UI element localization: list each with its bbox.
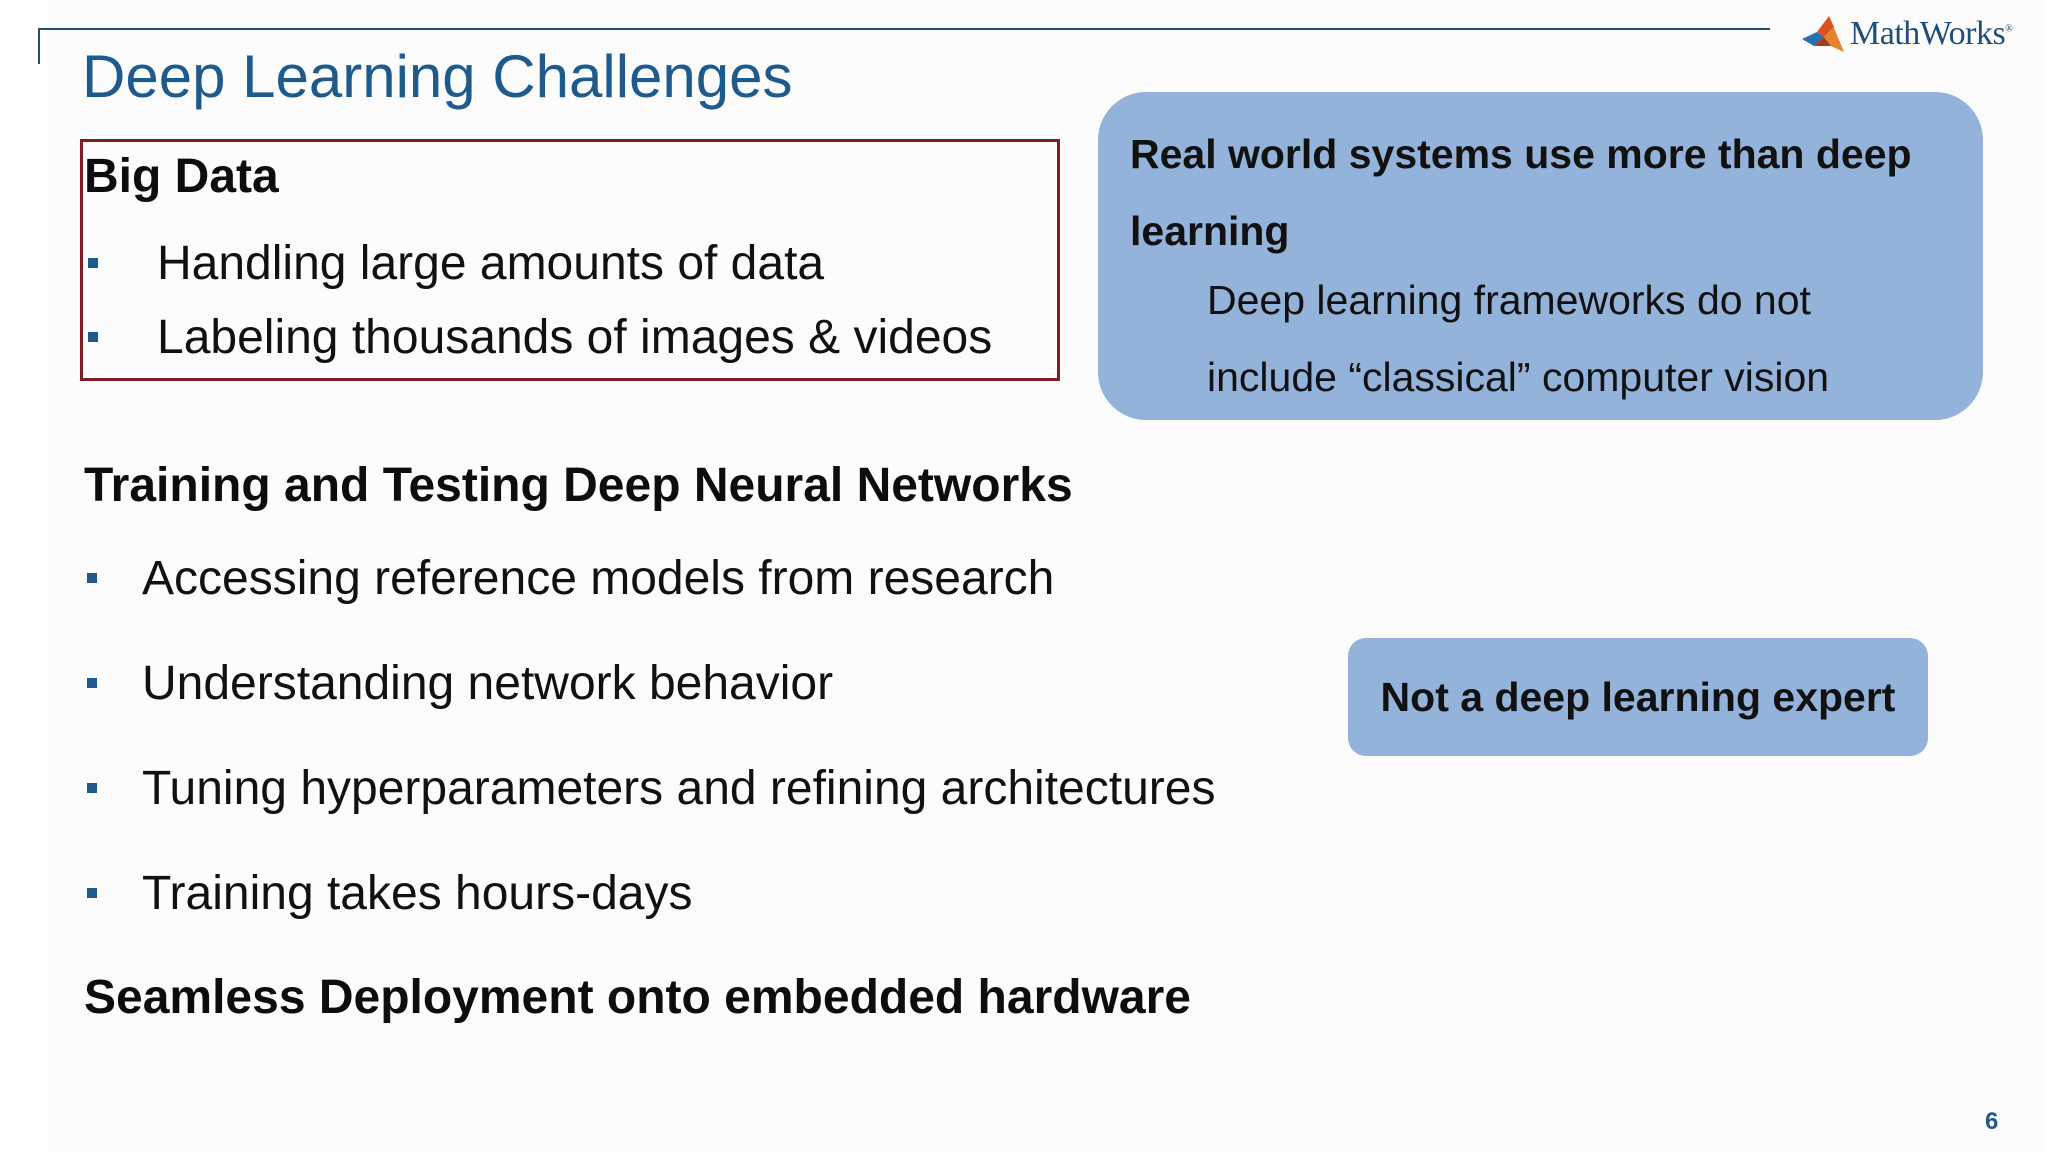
page-title: Deep Learning Challenges: [82, 43, 793, 110]
bullet-text: Training takes hours-days: [142, 866, 693, 920]
training-heading: Training and Testing Deep Neural Network…: [84, 459, 1073, 512]
bullet-icon: [88, 332, 98, 342]
list-item: Tuning hyperparameters and refining arch…: [87, 760, 1215, 816]
bullet-icon: [88, 258, 98, 268]
logo-text: MathWorks®: [1850, 15, 2013, 52]
bullet-icon: [87, 678, 97, 688]
bullet-text: Labeling thousands of images & videos: [157, 310, 993, 364]
membrane-icon: [1802, 16, 1844, 52]
real-world-systems-callout: [1098, 92, 1983, 420]
header-rule: [38, 28, 1770, 30]
bullet-text: Tuning hyperparameters and refining arch…: [142, 761, 1216, 815]
bullet-icon: [87, 783, 97, 793]
bullet-icon: [87, 573, 97, 583]
bullet-text: Accessing reference models from research: [142, 551, 1055, 605]
callout-text: Not a deep learning expert: [1380, 673, 1896, 720]
bullet-text: Understanding network behavior: [142, 656, 834, 710]
list-item: Understanding network behavior: [87, 655, 833, 711]
mathworks-logo: MathWorks®: [1800, 12, 2013, 56]
list-item: Training takes hours-days: [87, 865, 692, 921]
callout-body: Deep learning frameworks do not include …: [1207, 277, 1830, 400]
not-expert-callout: Not a deep learning expert: [1348, 638, 1928, 756]
list-item: Handling large amounts of data: [88, 235, 824, 291]
big-data-heading: Big Data: [84, 150, 279, 203]
big-data-highlight-box: [80, 139, 1060, 381]
header-rule-corner: [38, 28, 40, 64]
callout-title: Real world systems use more than deep le…: [1130, 131, 1912, 254]
list-item: Accessing reference models from research: [87, 550, 1054, 606]
deployment-heading: Seamless Deployment onto embedded hardwa…: [84, 971, 1191, 1024]
list-item: Labeling thousands of images & videos: [88, 309, 992, 365]
page-number: 6: [1985, 1108, 1999, 1135]
bullet-text: Handling large amounts of data: [157, 236, 825, 290]
bullet-icon: [87, 888, 97, 898]
